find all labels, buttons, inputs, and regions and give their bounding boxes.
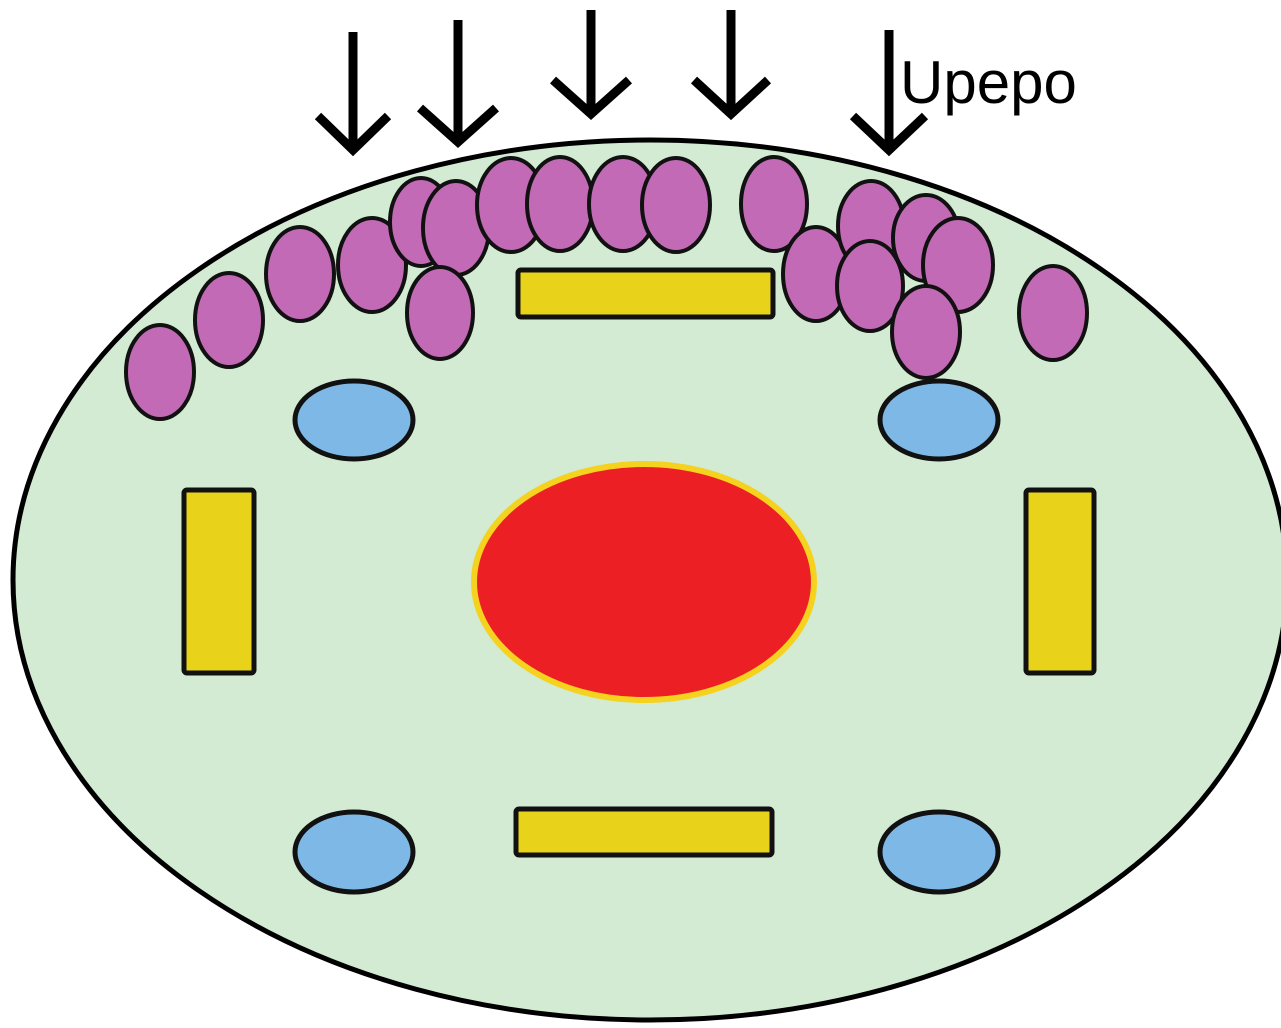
down-arrow-icon: [318, 32, 388, 150]
particle: [1019, 266, 1087, 360]
particle: [642, 158, 710, 252]
particle: [195, 273, 263, 367]
particle: [527, 157, 593, 251]
particle: [266, 227, 334, 321]
down-arrow-icon: [420, 20, 496, 142]
particle: [407, 267, 473, 359]
wind-label: Upepo: [900, 49, 1077, 116]
vacuole-bottom-left: [295, 812, 413, 892]
vacuole-bottom-right: [880, 812, 998, 892]
vacuole-top-left: [295, 381, 413, 459]
rod-bottom: [516, 809, 772, 855]
rod-top: [518, 270, 773, 317]
down-arrow-icon: [694, 10, 768, 114]
rod-left: [184, 490, 254, 673]
down-arrow-icon: [553, 10, 629, 114]
rod-right: [1026, 490, 1094, 673]
nucleus: [474, 464, 814, 700]
arrow-group: [318, 10, 925, 150]
vacuole-top-right: [880, 381, 998, 459]
particle: [892, 286, 960, 378]
particle: [126, 325, 194, 419]
